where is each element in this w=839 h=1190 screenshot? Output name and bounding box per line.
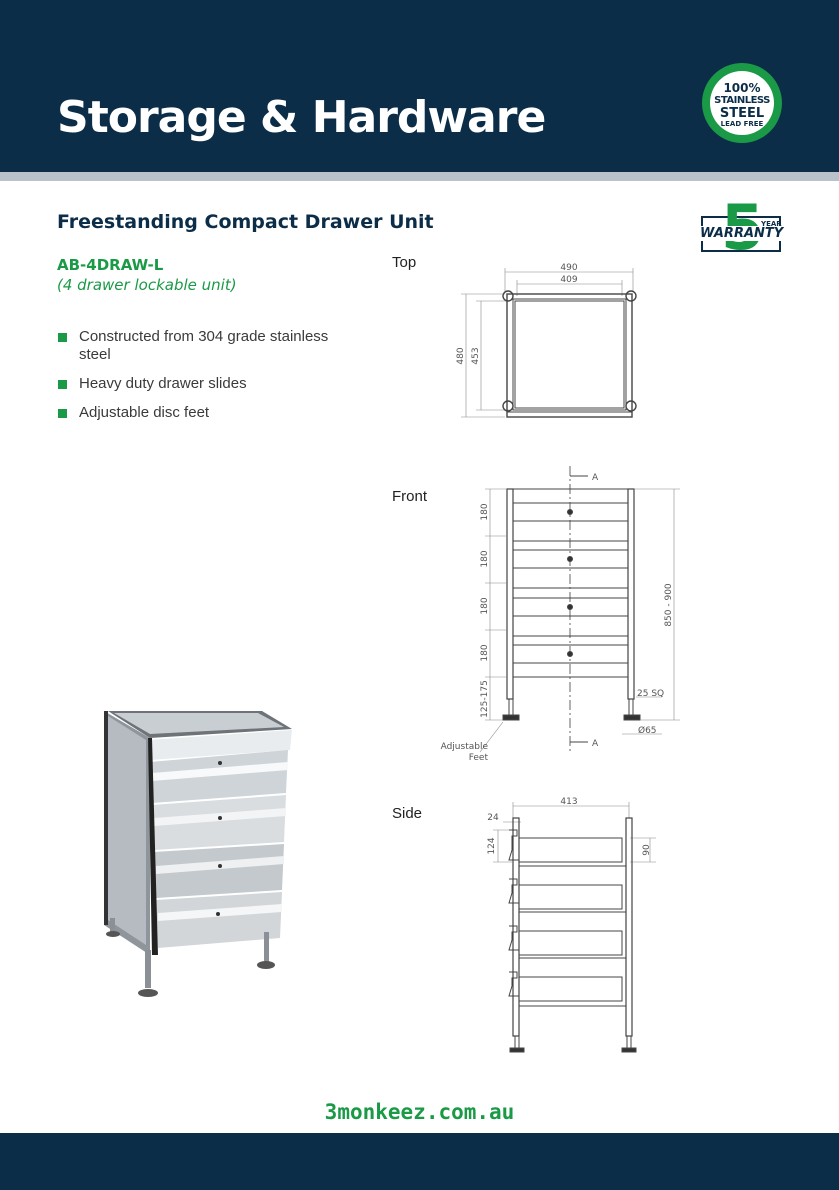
badge-line-1: 100% [723,81,761,95]
dim-front-height: 124 [487,837,497,854]
footer-banner [0,1133,839,1190]
badge-line-2: STAINLESS [714,95,770,106]
dim-outer-width: 490 [560,263,577,273]
dim-inner-depth: 453 [471,347,481,364]
dim-side-width: 413 [560,797,577,807]
website-link[interactable]: 3monkeez.com.au [324,1100,515,1124]
dim-outer-depth: 480 [456,347,466,364]
dim-drawer-4: 180 [480,644,490,661]
feature-item: Heavy duty drawer slides [57,375,347,393]
bullet-icon [58,380,67,389]
product-code: AB-4DRAW-L [57,256,164,274]
badge-line-4: LEAD FREE [720,120,764,128]
dim-leg-height: 125-175 [480,680,490,718]
feature-list: Constructed from 304 grade stainless ste… [57,328,347,433]
dim-drawer-2: 180 [480,550,490,567]
dim-inner-width: 409 [560,275,577,285]
dim-side-lip: 24 [487,813,499,823]
header-divider [0,172,839,181]
feet-label-line-2: Feet [469,753,489,763]
product-title: Freestanding Compact Drawer Unit [57,211,434,233]
section-mark-bottom: A [592,739,599,749]
front-view-label: Front [392,488,428,505]
warranty-badge: 5 YEAR WARRANTY [699,196,785,262]
feet-label-line-1: Adjustable [441,742,489,752]
stainless-steel-badge: 100% STAINLESS STEEL LEAD FREE [702,63,782,143]
dim-drawer-1: 180 [480,503,490,520]
top-view-drawing [461,268,637,418]
dim-foot-diameter: Ø65 [638,725,657,736]
feature-item: Adjustable disc feet [57,404,347,422]
warranty-word: WARRANTY [699,226,785,241]
header-banner [0,0,839,172]
dim-post-size: 25 SQ [637,689,664,699]
bullet-icon [58,409,67,418]
page-title: Storage & Hardware [57,92,546,143]
warranty-year: YEAR [761,220,782,228]
bullet-icon [58,333,67,342]
section-mark-top: A [592,473,599,483]
side-view-drawing [493,802,656,1053]
dim-total-height: 850 - 900 [664,583,674,627]
feature-text: Constructed from 304 grade stainless ste… [79,328,329,363]
product-subtitle: (4 drawer lockable unit) [57,276,237,294]
drawer-unit-image [104,711,292,997]
feature-item: Constructed from 304 grade stainless ste… [57,328,347,364]
top-view-label: Top [392,254,417,271]
dim-drawer-height: 90 [642,844,652,856]
badge-line-3: STEEL [719,106,765,121]
side-view-label: Side [392,805,423,822]
front-view-drawing [479,466,680,753]
dim-drawer-3: 180 [480,597,490,614]
feature-text: Heavy duty drawer slides [79,375,247,392]
feature-text: Adjustable disc feet [79,404,210,421]
